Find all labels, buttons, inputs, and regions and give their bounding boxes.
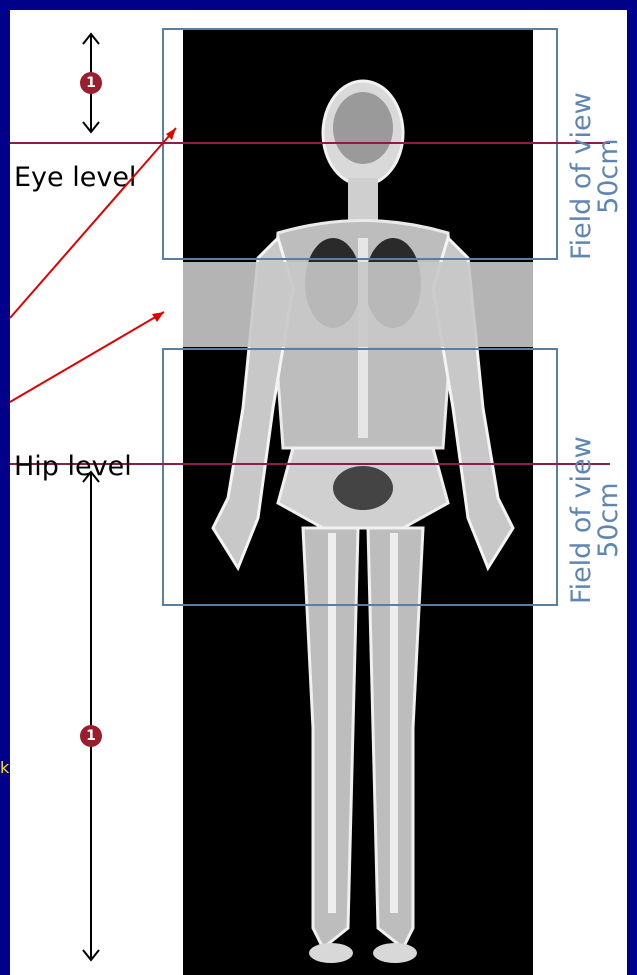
edge-text: k — [0, 758, 9, 777]
badge-bottom: 1 — [80, 725, 102, 747]
pointer-to-eye-line — [10, 128, 176, 318]
badge-top: 1 — [80, 72, 102, 94]
pointer-to-overlap — [10, 312, 164, 402]
